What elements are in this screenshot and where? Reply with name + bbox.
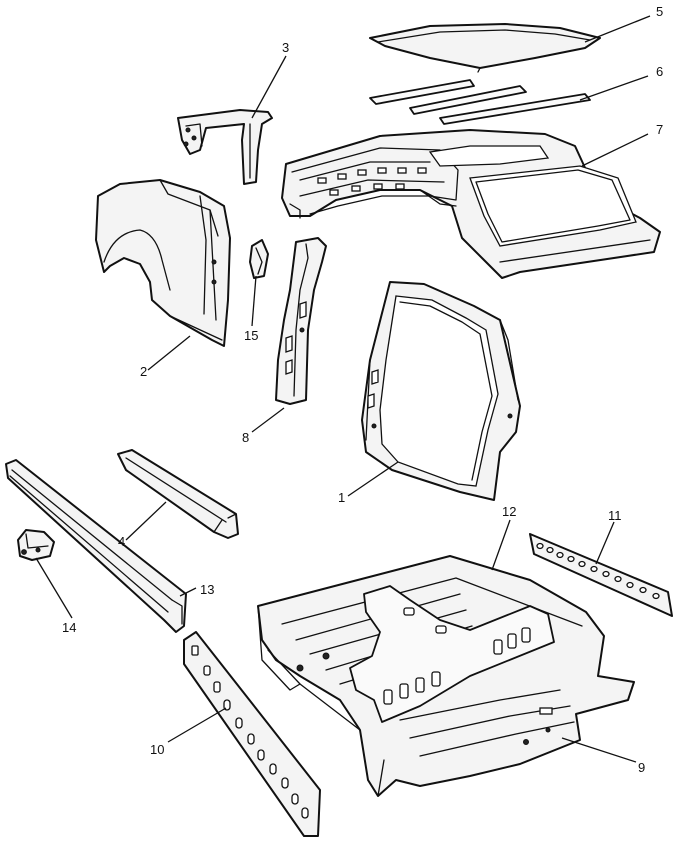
small-bracket — [249, 239, 269, 279]
callout-3: 3 — [282, 40, 289, 55]
cross-member-holes — [296, 607, 553, 745]
sill-reinforcement — [117, 449, 239, 539]
sill-bracket — [17, 529, 55, 561]
callout-12: 12 — [502, 504, 516, 519]
callout-14: 14 — [62, 620, 76, 635]
door-aperture-frame — [361, 281, 521, 501]
callout-7: 7 — [656, 122, 663, 137]
leader-lines — [35, 15, 651, 763]
callout-8: 8 — [242, 430, 249, 445]
callout-6: 6 — [656, 64, 663, 79]
callout-9: 9 — [638, 760, 645, 775]
callout-13: 13 — [200, 582, 214, 597]
callout-15: 15 — [244, 328, 258, 343]
callout-4: 4 — [118, 534, 125, 549]
callout-labels: 5 6 7 3 2 15 8 1 4 13 14 10 11 12 9 — [62, 4, 663, 775]
strip-holes-right — [536, 542, 660, 600]
strip-holes-left — [191, 645, 309, 819]
b-pillar — [275, 237, 327, 405]
perforated-strip-left — [183, 631, 321, 837]
rocker-panel — [5, 459, 187, 633]
windscreen-pillar — [177, 109, 273, 185]
roof-frame-holes — [317, 167, 427, 196]
callout-2: 2 — [140, 364, 147, 379]
callout-5: 5 — [656, 4, 663, 19]
perforated-strip-right — [529, 533, 673, 617]
callout-11: 11 — [608, 508, 622, 523]
roof-frame-assembly — [281, 129, 661, 279]
callout-1: 1 — [338, 490, 345, 505]
rear-quarter-panel — [95, 179, 231, 347]
roof-bows — [369, 79, 591, 125]
callout-10: 10 — [150, 742, 164, 757]
roof-panel — [369, 23, 601, 73]
floor-pan — [257, 555, 635, 797]
